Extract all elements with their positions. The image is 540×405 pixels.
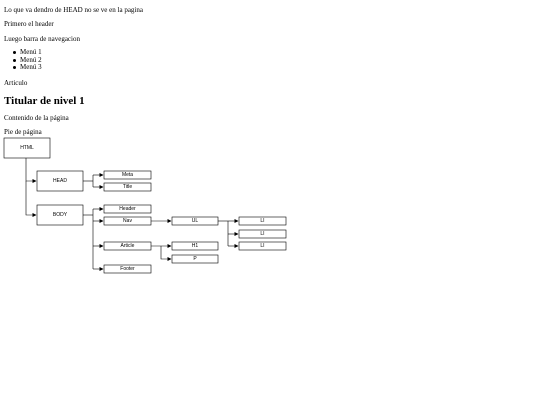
node-li-2-label: LI [260,231,264,237]
menu-item: Menú 3 [13,63,42,72]
menu-item-label: Menú 2 [20,55,42,64]
node-body-box [36,204,84,226]
bullet-icon [13,58,16,62]
node-nav-box [103,216,152,226]
node-li-2-box [238,229,287,239]
header-note-text: Primero el header [4,20,54,28]
node-h1-label: H1 [192,243,199,249]
node-article-label: Article [121,243,135,249]
node-li-1-label: LI [260,218,264,224]
node-body-label: BODY [53,212,68,218]
tree-connectors [25,158,239,271]
node-p-box [171,254,219,264]
node-footer-box [103,264,152,274]
head-note-text: Lo que va dendro de HEAD no se ve en la … [4,6,143,14]
menu-item: Menú 1 [13,48,42,57]
node-header-label: Header [119,206,136,212]
node-article-box [103,241,152,251]
page-heading: Titular de nivel 1 [4,95,85,107]
node-header-box [103,204,152,214]
node-ul-label: UL [192,218,199,224]
node-title-box [103,182,152,192]
node-li-1-box [238,216,287,226]
connector-article-p [160,246,172,261]
menu-item: Menú 2 [13,55,42,65]
connector-html-body [25,181,37,217]
connector-html-head [25,158,37,183]
content-text: Contenido de la página [4,114,69,122]
node-title-label: Title [123,184,132,190]
node-h1-box [171,241,219,251]
node-li-3-label: LI [260,243,264,249]
tree-nodes [3,137,287,274]
tree-labels: HTML HEAD BODY Meta Title Header Nav Art… [20,145,264,272]
node-meta-label: Meta [122,172,133,178]
node-meta-box [103,170,152,180]
node-html-box [3,137,51,159]
node-p-label: P [193,256,197,262]
footer-text: Pie de página [4,128,42,136]
node-head-label: HEAD [53,178,67,184]
bullet-icon [13,51,16,55]
node-ul-box [171,216,219,226]
node-html-label: HTML [20,145,34,151]
node-head-box [36,170,84,192]
node-footer-label: Footer [120,266,135,272]
node-nav-label: Nav [123,218,132,224]
menu-item-label: Menú 3 [20,63,42,71]
article-note-text: Articulo [4,79,28,87]
menu-item-label: Menú 1 [20,48,42,56]
nav-note-text: Luego barra de navegacion [4,35,80,43]
bullet-icon [13,66,16,70]
menu-list: Menú 1 Menú 2 Menú 3 [13,48,42,72]
node-li-3-box [238,241,287,251]
